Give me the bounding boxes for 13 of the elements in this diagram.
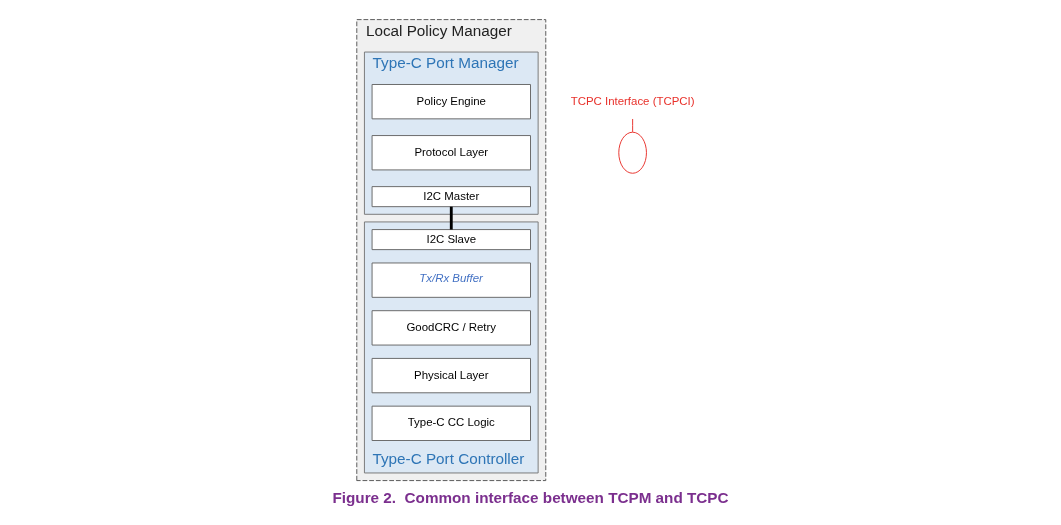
node-box: Type-C CC Logic — [371, 405, 531, 441]
node-box: Tx/Rx Buffer — [371, 262, 531, 298]
node-ellipse — [618, 131, 647, 174]
node-box: Physical Layer — [371, 357, 531, 394]
node-text: TCPC Interface (TCPCI) — [570, 94, 695, 107]
node-box: Policy Engine — [371, 84, 531, 120]
node-box: I2C Master — [371, 186, 531, 208]
connector — [449, 206, 453, 230]
node-box: GoodCRC / Retry — [371, 310, 531, 346]
caption: Figure 2. Common interface between TCPM and TCPC — [332, 489, 729, 507]
node-box: Protocol Layer — [371, 135, 531, 171]
node-box: I2C Slave — [371, 229, 531, 251]
connector — [632, 118, 634, 133]
